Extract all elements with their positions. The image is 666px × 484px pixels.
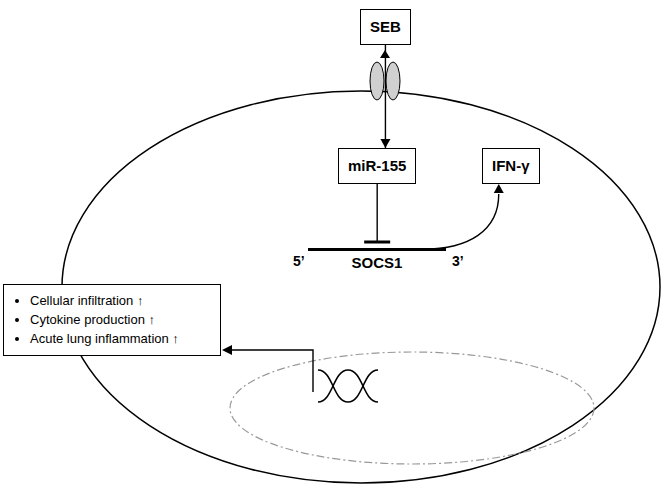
stimulus-box: SEB [360, 9, 411, 45]
mirna-box: miR-155 [338, 148, 416, 184]
node-label: SOCS1 [308, 254, 446, 272]
connector-line [416, 194, 499, 249]
outcome-box: Cellular infiltration ↑Cytokine producti… [3, 284, 221, 356]
arrowhead [494, 184, 504, 193]
connector-line [376, 184, 377, 242]
node-label: IFN-γ [492, 156, 530, 176]
node-label: SEB [370, 17, 401, 37]
cytokine-box: IFN-γ [482, 148, 540, 184]
strand-end-label: 5’ [293, 253, 305, 269]
receptor-symbol [370, 62, 400, 100]
mrna-strand: SOCS1 [308, 248, 446, 272]
arrowhead [380, 139, 390, 148]
connector [416, 184, 504, 249]
bullet-item: Cytokine production ↑ [30, 310, 212, 329]
bullet-item: Acute lung inflammation ↑ [30, 329, 212, 348]
connector-line [385, 45, 386, 148]
bullet-item: Cellular infiltration ↑ [30, 291, 212, 310]
node-label: miR-155 [348, 156, 406, 176]
dna-helix [318, 370, 378, 402]
nucleus-outline [230, 352, 594, 464]
output-arrow [222, 345, 313, 392]
receptor-arrowhead [380, 50, 390, 58]
bullet-list: Cellular infiltration ↑Cytokine producti… [12, 291, 212, 348]
connector [364, 184, 390, 242]
inhibition-bar [364, 241, 390, 244]
strand-end-label: 3’ [452, 253, 464, 269]
